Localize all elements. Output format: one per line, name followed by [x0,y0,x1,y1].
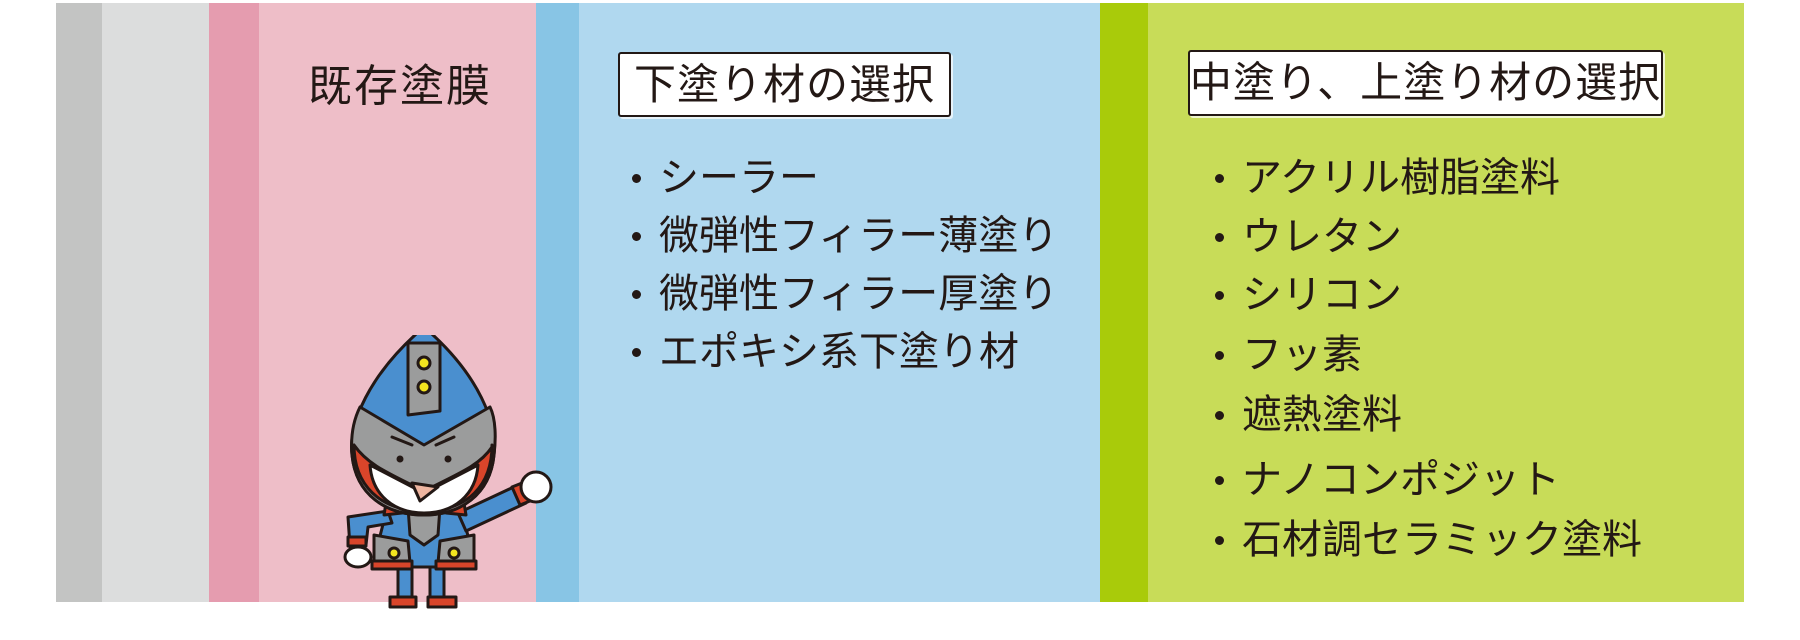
list-item: シリコン [1215,275,1402,315]
topcoat-title: 中塗り、上塗り材の選択 [1189,58,1662,107]
list-item: 微弾性フィラー薄塗り [632,216,1058,256]
bullet-icon [1215,290,1224,300]
undercoat-title-box: 下塗り材の選択 [618,52,951,117]
list-item: 石材調セラミック塗料 [1215,520,1642,560]
bullet-icon [632,347,641,357]
bullet-icon [1215,173,1224,183]
robot-mascot-icon [330,325,560,625]
list-item: ナノコンポジット [1215,460,1560,500]
existing-coat-title: 既存塗膜 [308,61,492,112]
list-item: シーラー [632,158,819,198]
undercoat-band-dark [536,3,579,602]
existing-coat-band-dark [209,3,259,602]
substrate-band-light [102,3,210,602]
bullet-icon [632,173,641,183]
bullet-icon [1215,475,1224,485]
topcoat-band-dark [1100,3,1148,602]
bullet-icon [632,231,641,241]
undercoat-title: 下塗り材の選択 [633,59,935,109]
bullet-icon [1215,410,1224,420]
list-item: アクリル樹脂塗料 [1215,158,1560,198]
bullet-icon [1215,350,1224,360]
bullet-icon [1215,535,1224,545]
list-item: 微弾性フィラー厚塗り [632,274,1058,314]
list-item: フッ素 [1215,335,1362,375]
list-item: ウレタン [1215,217,1402,257]
list-item: 遮熱塗料 [1215,395,1402,435]
bullet-icon [632,289,641,299]
bullet-icon [1215,232,1224,242]
list-item: エポキシ系下塗り材 [632,332,1019,372]
topcoat-title-box: 中塗り、上塗り材の選択 [1188,50,1663,116]
substrate-band-dark [56,3,102,602]
